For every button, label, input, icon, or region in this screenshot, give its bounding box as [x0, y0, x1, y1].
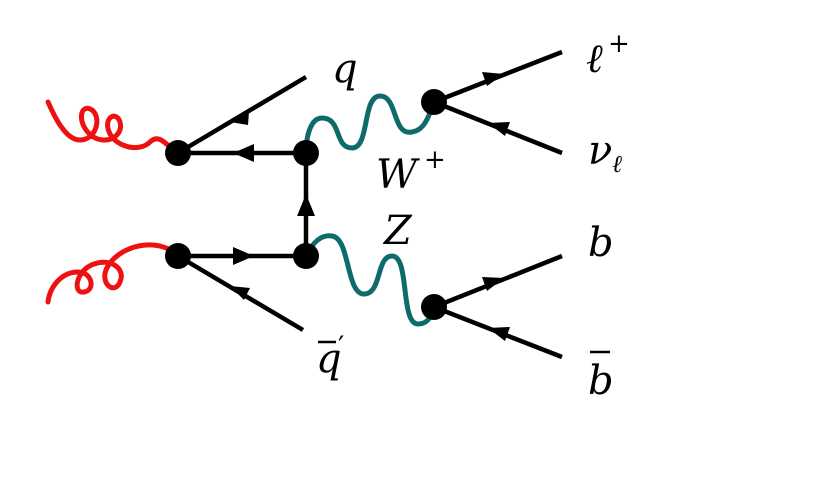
arrow-b [482, 277, 504, 291]
arrow-top-horizontal [233, 144, 254, 162]
arrow-q [230, 112, 249, 125]
label-w-plus: W + [376, 145, 446, 198]
svg-text:W: W [376, 152, 420, 198]
vertex-upper-mid [293, 140, 319, 166]
label-bbar: b [588, 350, 614, 404]
svg-text:ν: ν [588, 128, 612, 174]
fermion-line-q [176, 75, 308, 155]
vertex-upper-left [165, 140, 191, 166]
label-lepton: ℓ + [586, 29, 630, 82]
arrow-lepton [482, 72, 504, 86]
svg-text:ℓ: ℓ [586, 36, 603, 82]
vertex-w-decay [421, 89, 447, 115]
arrow-bottom-horizontal [233, 247, 254, 265]
label-neutrino: ν ℓ [588, 128, 622, 178]
arrow-qbar [230, 286, 250, 300]
vertex-lower-mid [293, 243, 319, 269]
svg-text:′: ′ [338, 330, 344, 363]
svg-text:q: q [316, 336, 342, 382]
svg-text:b: b [588, 358, 614, 404]
label-z: Z [382, 208, 413, 254]
vertex-z-decay [421, 294, 447, 320]
arrow-bbar [488, 327, 510, 341]
label-b: b [588, 220, 614, 266]
z-boson-line [303, 233, 437, 327]
svg-text:+: + [608, 29, 630, 59]
svg-text:ℓ: ℓ [612, 150, 622, 178]
gluon-line-lower [45, 242, 181, 305]
arrow-vertical [297, 194, 315, 216]
svg-text:+: + [424, 145, 446, 175]
gluon-line-upper [45, 99, 181, 156]
label-qbar-prime: q ′ [316, 330, 344, 382]
vertex-lower-left [165, 243, 191, 269]
label-q: q [332, 46, 358, 92]
w-boson-line [303, 93, 437, 154]
arrow-neutrino [488, 122, 510, 136]
